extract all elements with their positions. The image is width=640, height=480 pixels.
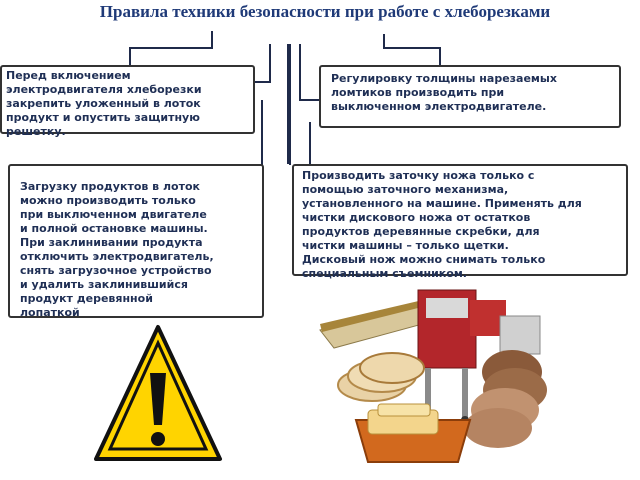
rule-box-sharpening: Производить заточку ножа только с помощь… [292,164,628,280]
page-title: Правила техники безопасности при работе … [99,2,551,21]
brand-watermark: fppt.com [6,459,56,474]
rule-box-motor-start: Перед включением электродвигателя хлебор… [0,65,255,138]
bread-basket [354,403,472,463]
bread-slices [337,350,547,448]
rule-box-loading: Загрузку продуктов в лоток можно произво… [8,164,264,319]
bread-slicer-machine [319,289,541,424]
rule-box-slice-thickness: Регулировку толщины нарезаемых ломтиков … [319,65,621,128]
warning-triangle-icon [94,325,222,461]
